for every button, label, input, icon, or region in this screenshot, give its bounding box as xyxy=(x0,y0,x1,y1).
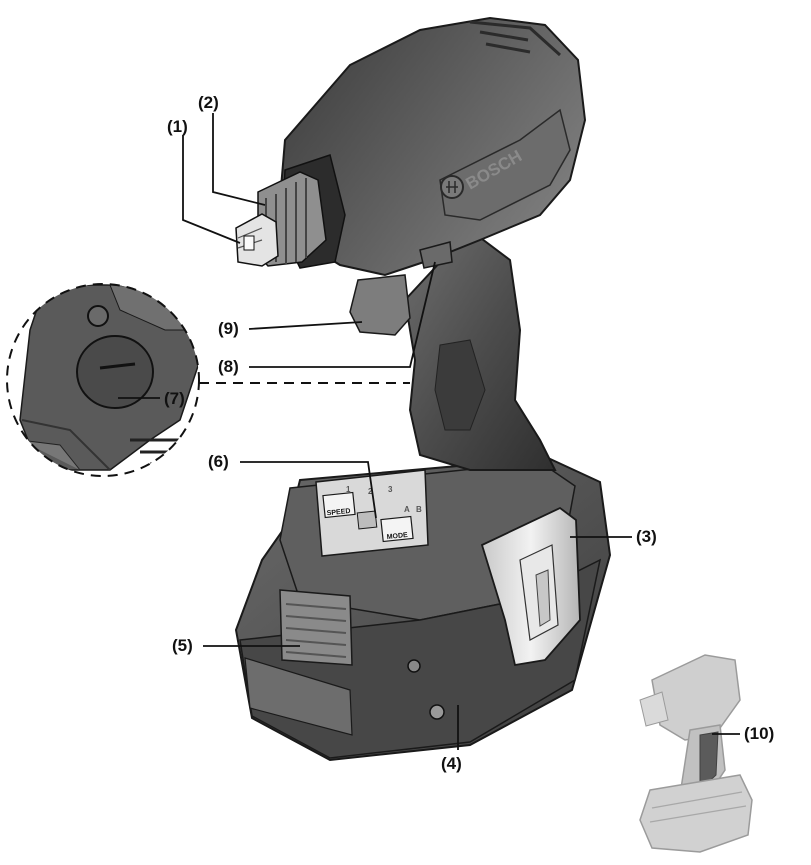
leader-8 xyxy=(249,261,436,368)
belt-clip-screw xyxy=(429,704,445,720)
battery-base-band xyxy=(244,657,353,736)
speed-button-label: SPEED xyxy=(326,508,350,517)
trigger xyxy=(349,274,411,336)
callout-10: (10) xyxy=(744,724,775,743)
center-button xyxy=(356,510,378,530)
callout-5: (5) xyxy=(172,636,193,655)
callout-3: (3) xyxy=(636,527,657,546)
main-tool: BOSCH SPEED MODE 1 2 3 A xyxy=(234,16,612,762)
mode-button-label: MODE xyxy=(386,532,408,541)
mode-indicator-a: A xyxy=(404,505,410,514)
hanger-eyelet xyxy=(87,305,109,327)
leader-lines xyxy=(118,113,740,750)
speed-indicator-1: 1 xyxy=(346,485,351,494)
head-vents xyxy=(469,20,562,57)
mode-button xyxy=(380,515,414,543)
control-panel: SPEED MODE 1 2 3 A B xyxy=(315,469,429,557)
callout-7: (7) xyxy=(164,389,185,408)
brand-panel xyxy=(439,108,571,221)
secondary-tool-view xyxy=(639,654,753,853)
storage-compartment-cover xyxy=(76,335,154,409)
detail-inset-frame xyxy=(6,283,200,477)
callout-8: (8) xyxy=(218,357,239,376)
callout-1: (1) xyxy=(167,117,188,136)
detail-inset xyxy=(6,283,410,477)
callout-2: (2) xyxy=(198,93,219,112)
leader-6 xyxy=(240,461,377,519)
leader-1 xyxy=(182,135,241,244)
bit-holder xyxy=(235,213,279,267)
callout-4: (4) xyxy=(441,754,462,773)
leader-2 xyxy=(212,113,266,206)
leader-9 xyxy=(248,321,363,330)
callout-6: (6) xyxy=(208,452,229,471)
battery-release-button xyxy=(279,589,353,666)
handle-grip xyxy=(434,339,486,431)
speed-indicator-3: 3 xyxy=(388,485,393,494)
speed-indicator-2: 2 xyxy=(368,487,373,496)
callout-9: (9) xyxy=(218,319,239,338)
speed-button xyxy=(322,491,356,519)
rotation-switch xyxy=(419,241,453,269)
mode-indicator-b: B xyxy=(416,505,422,514)
secondary-tool-grip-highlight xyxy=(699,731,719,792)
belt-clip xyxy=(480,506,581,667)
